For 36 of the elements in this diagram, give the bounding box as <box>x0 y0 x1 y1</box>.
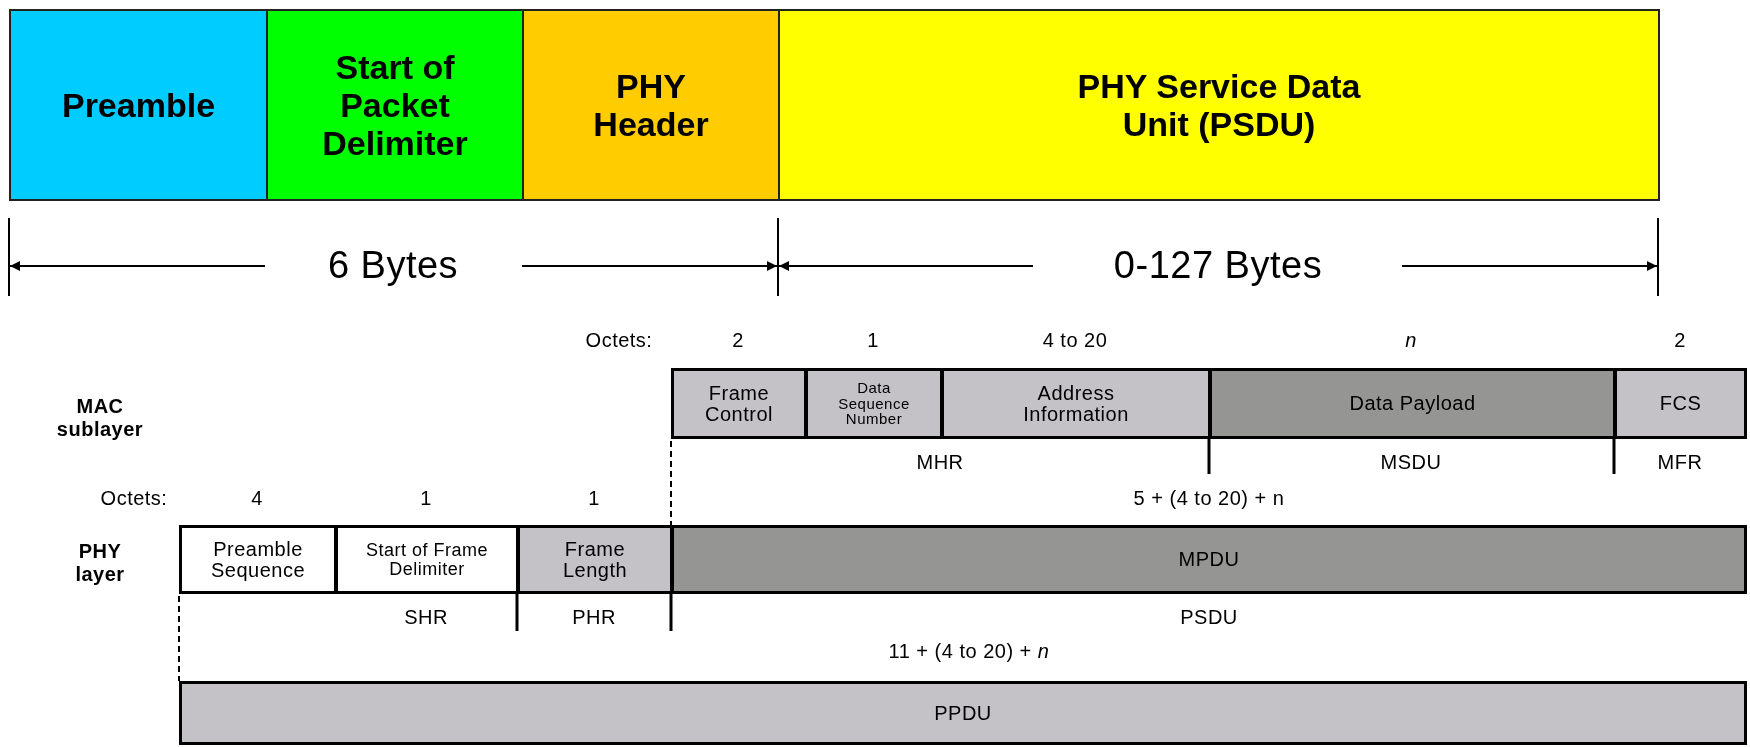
octets-label: Octets: <box>100 486 168 510</box>
frame-field-box: PHY Header <box>522 9 780 201</box>
layer-label: MAC sublayer <box>55 395 145 441</box>
field-group-label: MFR <box>1657 450 1703 474</box>
field-group-label: MHR <box>916 450 964 474</box>
packet-field-box: Data Payload <box>1209 368 1616 439</box>
octet-count: 1 <box>420 486 432 510</box>
packet-field-box: Start of Frame Delimiter <box>335 525 519 594</box>
packet-field-box: PPDU <box>179 681 1747 745</box>
field-group-label: SHR <box>404 605 448 629</box>
layer-label: PHY layer <box>74 540 126 586</box>
packet-field-box: Address Information <box>941 368 1211 439</box>
field-group-label: PSDU <box>1180 605 1238 629</box>
frame-field-box: Start of Packet Delimiter <box>266 9 524 201</box>
packet-field-box: Preamble Sequence <box>179 525 337 594</box>
dimension-label: 0-127 Bytes <box>1113 244 1323 288</box>
octet-count: 1 <box>588 486 600 510</box>
frame-field-box: Preamble <box>9 9 268 201</box>
frame-field-box: PHY Service Data Unit (PSDU) <box>778 9 1660 201</box>
octet-count: 2 <box>1674 328 1686 352</box>
octet-count: 2 <box>732 328 744 352</box>
dimension-label: 6 Bytes <box>327 244 459 288</box>
packet-field-box: Frame Control <box>671 368 807 439</box>
length-formula: 11 + (4 to 20) + n <box>888 639 1050 663</box>
field-group-label: MSDU <box>1380 450 1442 474</box>
octet-count: n <box>1405 328 1417 352</box>
packet-field-box: Data Sequence Number <box>805 368 943 439</box>
packet-field-box: MPDU <box>671 525 1747 594</box>
packet-field-box: FCS <box>1614 368 1747 439</box>
field-group-label: PHR <box>572 605 616 629</box>
packet-field-box: Frame Length <box>517 525 673 594</box>
octet-count: 4 <box>251 486 263 510</box>
octet-count: 4 to 20 <box>1042 328 1108 352</box>
length-formula: 5 + (4 to 20) + n <box>1133 486 1285 510</box>
octets-label: Octets: <box>585 328 653 352</box>
octet-count: 1 <box>867 328 879 352</box>
